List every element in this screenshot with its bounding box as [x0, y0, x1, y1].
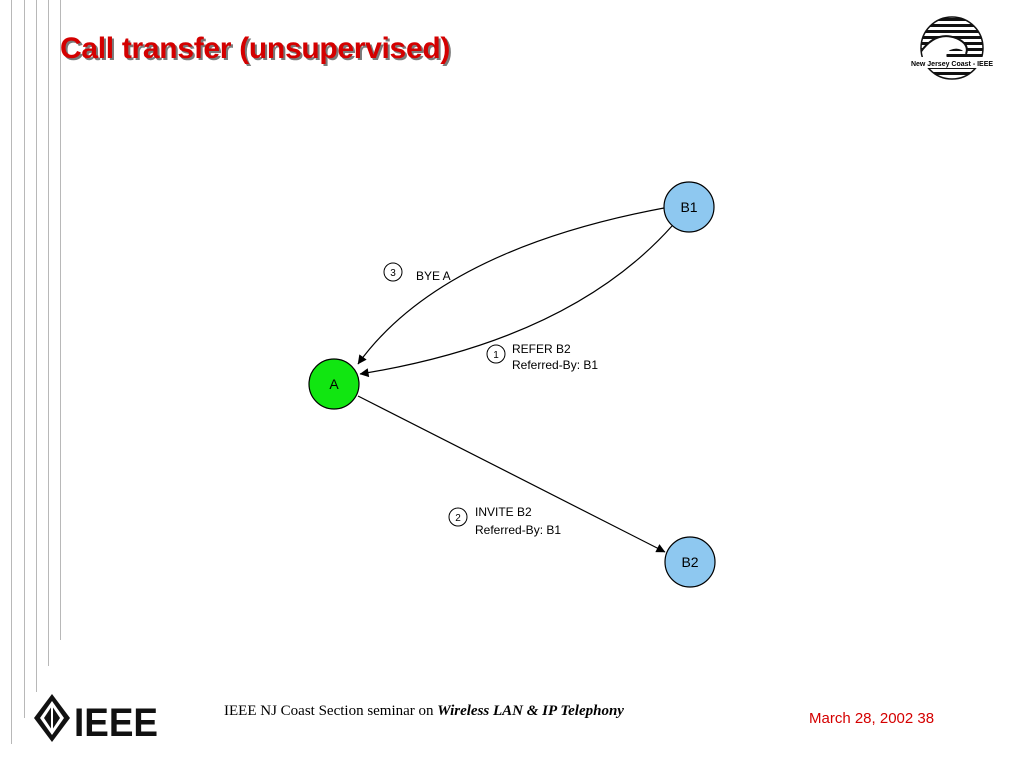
node-b2-label: B2 [681, 554, 698, 570]
ieee-logo: IEEE [34, 694, 158, 744]
node-a-label: A [329, 376, 339, 392]
nj-coast-logo-text: New Jersey Coast - IEEE [911, 61, 993, 68]
footer-seminar-text: IEEE NJ Coast Section seminar on Wireles… [224, 703, 624, 720]
ieee-logo-text: IEEE [74, 701, 158, 744]
arrow-refer-b1-to-a [359, 225, 673, 378]
invite-label-line2: Referred-By: B1 [475, 523, 561, 537]
node-b1-label: B1 [680, 199, 697, 215]
message-refer: 1 REFER B2 Referred-By: B1 [486, 342, 598, 372]
nj-coast-logo: New Jersey Coast - IEEE [904, 16, 1000, 80]
step-3-number: 3 [390, 268, 396, 279]
refer-label-line2: Referred-By: B1 [512, 358, 598, 372]
left-rule-2 [24, 0, 25, 718]
slide-title: Call transfer (unsupervised) [60, 32, 451, 65]
arrow-bye-b1-to-a [357, 207, 665, 365]
step-2-number: 2 [455, 513, 461, 524]
refer-label-line1: REFER B2 [512, 342, 571, 356]
left-rule-5 [60, 0, 61, 640]
left-rule-3 [36, 0, 37, 692]
footer-text-emphasis: Wireless LAN & IP Telephony [437, 703, 624, 719]
step-1-circle [486, 344, 506, 364]
left-rule-1 [11, 0, 12, 744]
step-2-circle [448, 507, 468, 527]
invite-label-line1: INVITE B2 [475, 505, 532, 519]
node-b1: B1 [663, 181, 715, 233]
bye-label: BYE A [416, 269, 451, 283]
node-a-circle [308, 358, 360, 410]
node-b2-circle [664, 536, 716, 588]
node-a: A [308, 358, 360, 410]
footer-text-prefix: IEEE NJ Coast Section seminar on [224, 703, 438, 719]
node-b1-circle [663, 181, 715, 233]
step-1-number: 1 [493, 350, 499, 361]
arrow-invite-a-to-b2 [357, 395, 666, 553]
message-bye: 3 BYE A [383, 262, 451, 283]
footer-date-page: March 28, 2002 38 [809, 710, 935, 727]
left-rule-4 [48, 0, 49, 666]
step-3-circle [383, 262, 403, 282]
message-invite: 2 INVITE B2 Referred-By: B1 [448, 505, 561, 537]
node-b2: B2 [664, 536, 716, 588]
